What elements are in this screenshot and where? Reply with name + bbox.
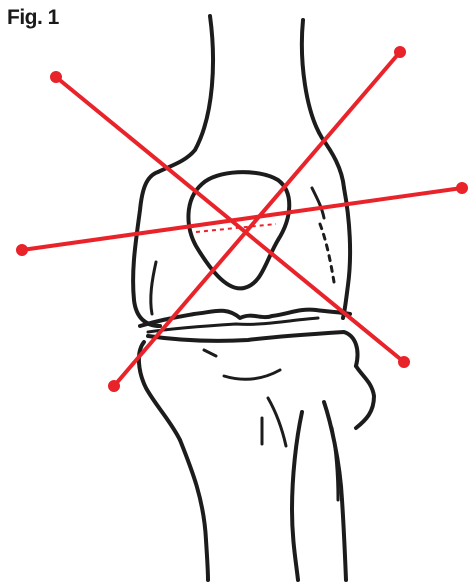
femur-left-outline xyxy=(158,16,213,172)
tibial-plateau-top xyxy=(148,332,358,366)
lateral-condyle-inner-line xyxy=(151,262,156,314)
lateral-condyle-outline xyxy=(133,172,160,326)
femur-joint-line-lower xyxy=(148,318,318,332)
tibial-plateau-outline xyxy=(139,342,180,440)
fibula-inner-line xyxy=(332,428,338,500)
axis-endpoint-right xyxy=(457,183,468,194)
axis-endpoint-upper-right xyxy=(395,47,406,58)
tibia-right-outline xyxy=(292,412,302,580)
axis-endpoint-left xyxy=(17,245,28,256)
medial-condyle-outline xyxy=(343,188,350,318)
axis-line-left-to-right xyxy=(22,188,462,250)
medial-condyle-dashed-line xyxy=(320,224,334,282)
tibial-plateau-shading-mid xyxy=(224,370,280,379)
tibia-inner-line xyxy=(268,398,286,446)
femur-right-outline xyxy=(302,20,344,188)
tibia-left-outline xyxy=(180,440,208,580)
axis-endpoint-lower-right xyxy=(399,357,410,368)
axis-endpoint-lower-left xyxy=(109,381,120,392)
tibial-plateau-shading-left xyxy=(204,350,216,356)
fibula-head-outline xyxy=(356,366,374,428)
axis-endpoint-upper-left xyxy=(51,72,62,83)
patella-outline xyxy=(188,172,289,288)
fibula-outline xyxy=(324,402,346,580)
axis-line-upper-right-to-lower-left xyxy=(114,52,400,386)
medial-condyle-inner-line xyxy=(312,188,324,218)
